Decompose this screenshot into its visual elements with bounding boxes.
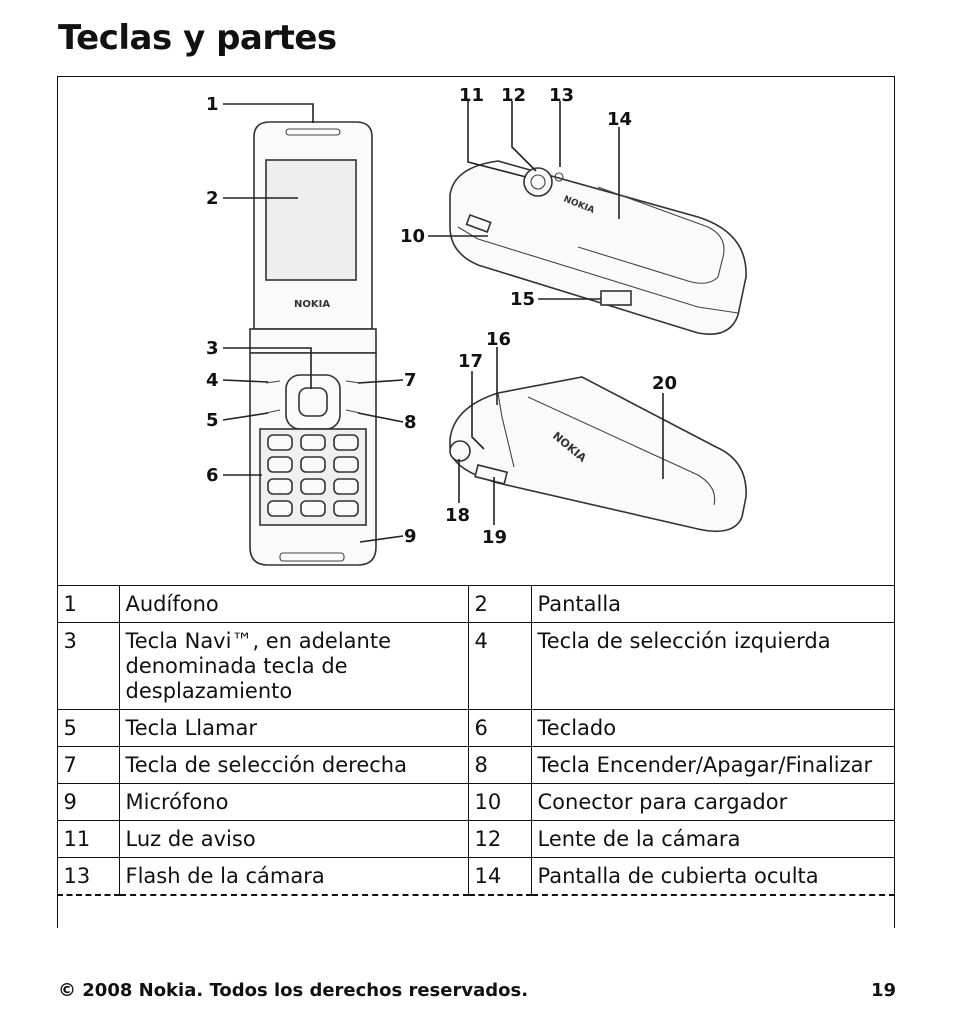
callout-lines: [222, 101, 664, 543]
part-number-cell: 13: [56, 857, 120, 896]
part-number-cell: 6: [467, 709, 532, 747]
callout-3: 3: [206, 338, 219, 359]
part-label-cell: Pantalla de cubierta oculta: [530, 857, 895, 896]
part-label-cell: Micrófono: [118, 783, 469, 821]
keypad-key: [333, 434, 359, 451]
part-number-cell: 10: [467, 783, 532, 821]
open-phone-front: NOKIA: [249, 121, 377, 566]
phone-illustration: NOKIA: [206, 85, 747, 566]
callout-15: 15: [510, 289, 535, 310]
part-number-cell: 4: [467, 622, 532, 710]
callout-4: 4: [206, 370, 219, 391]
part-number-cell: 8: [467, 746, 532, 784]
part-number-cell: 7: [56, 746, 120, 784]
keypad-key: [267, 456, 293, 473]
keypad-key: [267, 478, 293, 495]
part-number-cell: 11: [56, 820, 120, 858]
part-label-cell: Luz de aviso: [118, 820, 469, 858]
callout-2: 2: [206, 188, 219, 209]
copyright-footer: © 2008 Nokia. Todos los derechos reserva…: [58, 980, 529, 1001]
brand-logo-front: NOKIA: [294, 299, 330, 310]
callout-13: 13: [549, 85, 574, 106]
parts-figure-box: NOKIA: [56, 76, 895, 928]
callout-9: 9: [404, 526, 417, 547]
callout-6: 6: [206, 465, 219, 486]
part-label-cell: Lente de la cámara: [530, 820, 895, 858]
keypad-key: [333, 478, 359, 495]
callout-11: 11: [459, 85, 484, 106]
callout-14: 14: [607, 109, 632, 130]
part-label-cell: Tecla de selección izquierda: [530, 622, 895, 710]
callout-10: 10: [400, 226, 425, 247]
callout-19: 19: [482, 527, 507, 548]
closed-phone-front: NOKIA: [449, 376, 747, 533]
part-label-cell: Pantalla: [530, 585, 895, 623]
part-label-cell: Tecla Encender/Apagar/Finalizar: [530, 746, 895, 784]
callout-7: 7: [404, 370, 417, 391]
part-number-cell: 14: [467, 857, 532, 896]
part-label-cell: Audífono: [118, 585, 469, 623]
part-label-cell: Teclado: [530, 709, 895, 747]
keypad-key: [267, 434, 293, 451]
part-label-cell: Tecla Llamar: [118, 709, 469, 747]
part-number-cell: 5: [56, 709, 120, 747]
phone-diagram: NOKIA: [58, 77, 894, 586]
page-title: Teclas y partes: [58, 18, 337, 58]
keypad-keys: [267, 434, 359, 517]
closed-phone-back: NOKIA: [449, 160, 747, 335]
keypad-key: [300, 500, 326, 517]
part-label-cell: Tecla Navi™, en adelante denominada tecl…: [118, 622, 469, 710]
keypad-key: [333, 500, 359, 517]
keypad-key: [300, 478, 326, 495]
part-label-cell: Flash de la cámara: [118, 857, 469, 896]
callout-labels: 1 2 3 4 5 6 7 8 9 10 11 12 13 14 15 16 1…: [206, 85, 677, 548]
part-number-cell: 1: [56, 585, 120, 623]
callout-20: 20: [652, 373, 677, 394]
keypad-key: [300, 456, 326, 473]
part-number-cell: 9: [56, 783, 120, 821]
callout-1: 1: [206, 94, 219, 115]
callout-12: 12: [501, 85, 526, 106]
part-label-cell: Tecla de selección derecha: [118, 746, 469, 784]
part-number-cell: 12: [467, 820, 532, 858]
callout-17: 17: [458, 351, 483, 372]
part-number-cell: 3: [56, 622, 120, 710]
keypad-key: [333, 456, 359, 473]
keypad-key: [267, 500, 293, 517]
part-number-cell: 2: [467, 585, 532, 623]
page-number: 19: [870, 980, 896, 1001]
callout-16: 16: [486, 329, 511, 350]
part-label-cell: Conector para cargador: [530, 783, 895, 821]
keypad-key: [300, 434, 326, 451]
callout-5: 5: [206, 410, 219, 431]
callout-8: 8: [404, 412, 417, 433]
callout-18: 18: [445, 505, 470, 526]
